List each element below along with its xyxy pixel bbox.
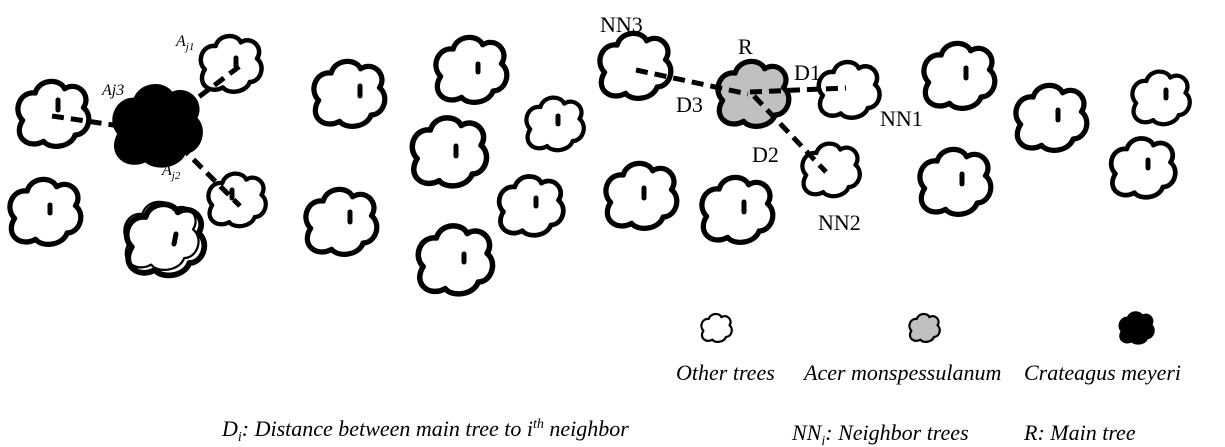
other-tree: [418, 226, 492, 294]
other-tree: [702, 177, 773, 242]
other-tree: [123, 200, 204, 276]
definition-neighbor-trees: NNi: Neighbor trees: [791, 420, 969, 447]
aj1-label: Aj1: [175, 33, 194, 53]
d1-label: D1: [794, 60, 821, 85]
other-tree: [499, 176, 563, 235]
other-tree: [314, 61, 385, 126]
aj3-label: Aj3: [101, 82, 124, 99]
legend-other-trees-swatch: [700, 312, 733, 343]
d3-label: D3: [676, 92, 703, 117]
other-tree: [526, 98, 583, 151]
distance-line-aj1: [182, 64, 242, 110]
definition-main-tree: R: Main tree: [1023, 420, 1136, 445]
nn2-label: NN2: [818, 210, 861, 235]
nn3-label: NN3: [600, 12, 643, 37]
distance-line-aj3: [51, 113, 121, 129]
tree-texture-marks: [47, 55, 1169, 265]
r-label: R: [738, 34, 753, 59]
other-tree: [802, 144, 859, 197]
other-tree: [10, 179, 81, 244]
other-tree: [1111, 138, 1175, 197]
legend-acer-label: Acer monspessulanum: [802, 360, 1001, 385]
other-tree: [606, 163, 677, 228]
legend-other-trees-label: Other trees: [676, 360, 775, 385]
nn1-label: NN1: [880, 106, 923, 131]
legend-crataegus-swatch: [1118, 311, 1155, 345]
legend-acer-swatch: [908, 312, 941, 343]
other-tree: [436, 37, 507, 102]
other-tree: [1016, 85, 1087, 150]
other-tree: [600, 33, 671, 98]
other-tree: [412, 118, 486, 186]
definition-distance: Di: Distance between main tree to ith ne…: [221, 416, 629, 445]
other-tree: [306, 189, 377, 254]
d2-label: D2: [752, 142, 779, 167]
other-tree: [924, 43, 995, 108]
distance-line-d2: [752, 94, 828, 174]
distance-line-d1: [749, 85, 847, 95]
other-tree: [201, 36, 262, 92]
legend-crataegus-label: Crateagus meyeri: [1024, 360, 1181, 385]
distance-line-d3: [635, 67, 749, 97]
other-tree: [920, 149, 991, 214]
aj2-label: Aj2: [161, 162, 181, 182]
other-tree: [1132, 72, 1189, 125]
distance-line-aj2: [178, 144, 242, 208]
